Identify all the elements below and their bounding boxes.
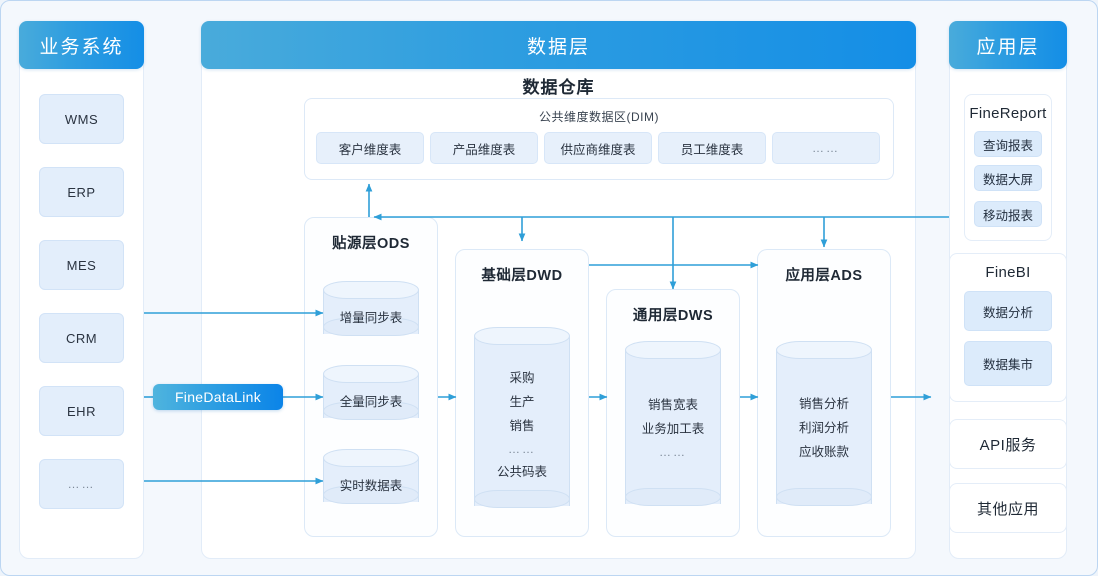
system-item-erp[interactable]: ERP — [39, 167, 124, 217]
warehouse-title: 数据仓库 — [201, 73, 916, 98]
system-item-label: …… — [67, 477, 96, 491]
ads-cylinder[interactable]: 销售分析 利润分析 应收账款 — [776, 341, 872, 513]
cylinder-body — [776, 350, 872, 504]
business-systems-header: 业务系统 — [19, 21, 144, 69]
layer-dwd-title: 基础层DWD — [456, 264, 588, 285]
app-item-label: 其他应用 — [976, 500, 1039, 518]
cylinder-bottom — [474, 490, 570, 508]
dws-content-item: 业务加工表 — [641, 421, 705, 436]
ods-table-label: 增量同步表 — [339, 311, 403, 326]
ods-table-realtime[interactable]: 实时数据表 — [323, 449, 419, 511]
app-item-label: 移动报表 — [982, 208, 1033, 223]
system-item-crm[interactable]: CRM — [39, 313, 124, 363]
layer-ods-title: 贴源层ODS — [305, 232, 437, 253]
cylinder-top — [323, 281, 419, 299]
ods-table-incremental[interactable]: 增量同步表 — [323, 281, 419, 343]
cylinder-top — [776, 341, 872, 359]
system-item-label: ERP — [67, 184, 96, 200]
ads-content-item: 销售分析 — [798, 397, 849, 412]
cylinder-body — [474, 336, 570, 506]
layer-ads-title: 应用层ADS — [758, 264, 890, 285]
cylinder-top — [323, 365, 419, 383]
dwd-content-item: 采购 — [509, 371, 535, 386]
cylinder-body — [625, 350, 721, 504]
dws-contents: 销售宽表 业务加工表 …… — [625, 383, 721, 475]
app-item-data-dashboard[interactable]: 数据大屏 — [974, 165, 1042, 191]
app-item-label: 查询报表 — [982, 138, 1033, 153]
app-group-finereport-title: FineReport — [965, 105, 1051, 122]
cylinder-top — [474, 327, 570, 345]
app-item-mobile-report[interactable]: 移动报表 — [974, 201, 1042, 227]
dim-item-customer[interactable]: 客户维度表 — [316, 132, 424, 164]
app-item-label: API服务 — [979, 436, 1037, 454]
system-item-label: EHR — [67, 403, 96, 419]
layer-dws-title: 通用层DWS — [607, 304, 739, 325]
layer-ods-title-label: 贴源层ODS — [332, 236, 410, 252]
cylinder-bottom — [323, 318, 419, 336]
dim-title-label: 公共维度数据区(DIM) — [539, 110, 659, 124]
finedatalink-label: FineDataLink — [174, 389, 262, 405]
system-item-mes[interactable]: MES — [39, 240, 124, 290]
dwd-content-item: 生产 — [509, 394, 535, 409]
dim-item-product[interactable]: 产品维度表 — [430, 132, 538, 164]
app-item-query-report[interactable]: 查询报表 — [974, 131, 1042, 157]
dim-item-label: 产品维度表 — [452, 142, 516, 157]
cylinder-top — [625, 341, 721, 359]
app-item-other-apps[interactable]: 其他应用 — [949, 483, 1067, 533]
system-item-wms[interactable]: WMS — [39, 94, 124, 144]
application-layer-header-label: 应用层 — [976, 36, 1040, 58]
app-item-label: 数据分析 — [982, 305, 1033, 320]
ads-content-item: 利润分析 — [798, 421, 849, 436]
app-group-finebi-title: FineBI — [950, 264, 1066, 281]
cylinder-bottom — [776, 488, 872, 506]
dws-cylinder[interactable]: 销售宽表 业务加工表 …… — [625, 341, 721, 513]
layer-ads-title-label: 应用层ADS — [785, 268, 863, 284]
ads-contents: 销售分析 利润分析 应收账款 — [776, 383, 872, 475]
system-item-label: CRM — [65, 330, 98, 346]
cylinder-top — [323, 449, 419, 467]
dwd-cylinder[interactable]: 采购 生产 销售 …… 公共码表 — [474, 327, 570, 515]
app-item-api-service[interactable]: API服务 — [949, 419, 1067, 469]
system-item-ehr[interactable]: EHR — [39, 386, 124, 436]
app-item-data-mart[interactable]: 数据集市 — [964, 341, 1052, 386]
dim-item-label: 员工维度表 — [680, 142, 744, 157]
dim-title: 公共维度数据区(DIM) — [305, 108, 893, 125]
dim-item-employee[interactable]: 员工维度表 — [658, 132, 766, 164]
cylinder-bottom — [323, 402, 419, 420]
ods-table-full[interactable]: 全量同步表 — [323, 365, 419, 427]
app-group-title-label: FineReport — [969, 105, 1047, 122]
dws-content-item: 销售宽表 — [647, 397, 698, 412]
system-item-label: MES — [66, 257, 97, 273]
cylinder-bottom — [625, 488, 721, 506]
dwd-content-item: …… — [508, 442, 536, 457]
app-item-data-analysis[interactable]: 数据分析 — [964, 291, 1052, 331]
dws-content-item: …… — [659, 445, 687, 460]
dim-item-other[interactable]: …… — [772, 132, 880, 164]
dim-item-supplier[interactable]: 供应商维度表 — [544, 132, 652, 164]
system-item-label: WMS — [64, 111, 99, 127]
dim-item-label: …… — [812, 141, 840, 155]
app-item-label: 数据大屏 — [982, 172, 1033, 187]
layer-dwd-title-label: 基础层DWD — [481, 268, 563, 284]
dwd-content-item: 公共码表 — [496, 465, 547, 480]
app-item-label: 数据集市 — [982, 358, 1033, 372]
finedatalink-badge[interactable]: FineDataLink — [153, 384, 283, 410]
system-item-other[interactable]: …… — [39, 459, 124, 509]
layer-dws-title-label: 通用层DWS — [632, 308, 714, 324]
dwd-contents: 采购 生产 销售 …… 公共码表 — [474, 353, 570, 499]
data-layer-header: 数据层 — [201, 21, 916, 69]
data-layer-header-label: 数据层 — [526, 36, 590, 58]
warehouse-title-label: 数据仓库 — [522, 78, 595, 97]
cylinder-bottom — [323, 486, 419, 504]
business-systems-header-label: 业务系统 — [39, 36, 124, 58]
application-layer-header: 应用层 — [949, 21, 1067, 69]
ads-content-item: 应收账款 — [798, 444, 849, 459]
ods-table-label: 实时数据表 — [339, 479, 403, 494]
dim-item-label: 客户维度表 — [338, 142, 402, 157]
dim-item-label: 供应商维度表 — [560, 142, 636, 157]
ods-table-label: 全量同步表 — [339, 395, 403, 410]
app-group-title-label: FineBI — [985, 264, 1031, 281]
dwd-content-item: 销售 — [509, 418, 535, 433]
